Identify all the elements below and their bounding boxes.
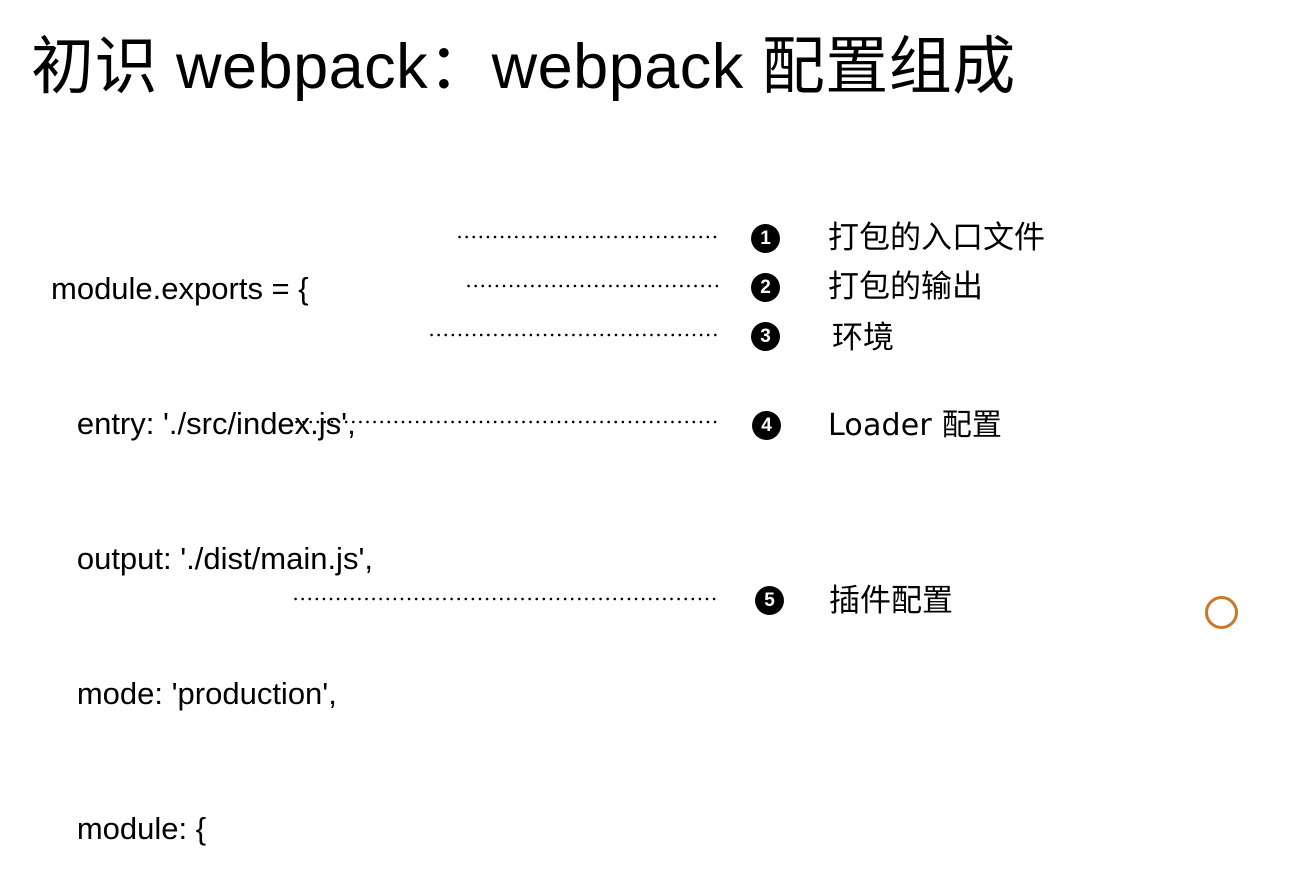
badge-1: 1 — [751, 224, 780, 253]
code-line: output: './dist/main.js', — [51, 541, 373, 576]
annotation-label-5: 插件配置 — [829, 583, 953, 618]
badge-5: 5 — [755, 586, 784, 615]
code-block: module.exports = { entry: './src/index.j… — [51, 176, 561, 874]
badge-2: 2 — [751, 273, 780, 302]
annotation-label-2: 打包的输出 — [828, 269, 983, 304]
leader-line-1 — [456, 235, 719, 239]
badge-3: 3 — [751, 322, 780, 351]
page-title: 初识 webpack：webpack 配置组成 — [31, 32, 1016, 102]
leader-line-2 — [465, 284, 719, 288]
code-line: module: { — [51, 811, 207, 846]
code-line: module.exports = { — [51, 271, 309, 306]
code-line: mode: 'production', — [51, 676, 337, 711]
leader-line-5 — [292, 597, 719, 601]
annotation-label-1: 打包的入口文件 — [828, 220, 1045, 255]
leader-line-3 — [428, 333, 719, 337]
badge-4: 4 — [752, 411, 781, 440]
annotation-label-4: Loader 配置 — [828, 408, 1003, 443]
annotation-label-3: 环境 — [832, 320, 894, 355]
orange-circle-outline-icon — [1205, 596, 1238, 629]
leader-line-4 — [293, 420, 719, 424]
